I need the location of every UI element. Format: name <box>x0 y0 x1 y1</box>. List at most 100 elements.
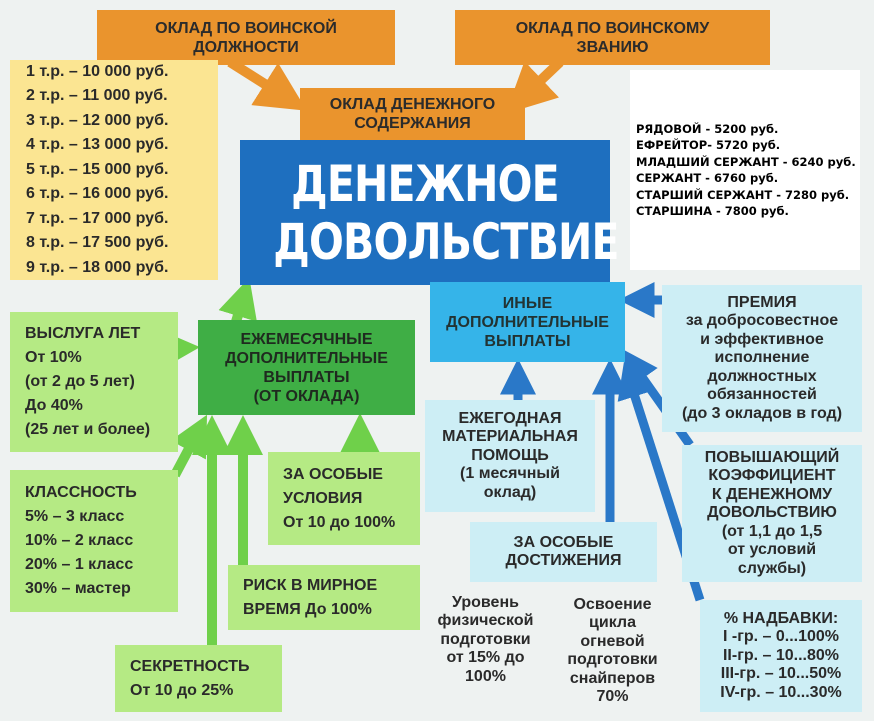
label: подготовки <box>567 651 658 668</box>
label: исполнение <box>714 349 810 367</box>
special-conditions-box: ЗА ОСОБЫЕ УСЛОВИЯ От 10 до 100% <box>268 452 420 545</box>
label: ОКЛАД ПО ВОИНСКОЙ <box>155 19 337 37</box>
label: ЕЖЕГОДНАЯ <box>458 409 562 427</box>
tariff-item: 6 т.р. – 16 000 руб. <box>26 185 169 203</box>
arrow-rank <box>505 58 564 114</box>
label: ДОСТИЖЕНИЯ <box>505 552 622 569</box>
label: цикла <box>589 614 636 631</box>
label: ПОВЫШАЮЩИЙ <box>704 448 840 466</box>
label: (от 1,1 до 1,5 <box>721 522 823 540</box>
label: ДОВОЛЬСТВИЕ <box>273 212 619 271</box>
label: I -гр. – 0...100% <box>722 628 840 646</box>
allowances-box: % НАДБАВКИ:I -гр. – 0...100%II-гр. – 10.… <box>700 600 862 712</box>
label: ОКЛАД ДЕНЕЖНОГО <box>329 96 496 113</box>
label: КОЭФФИЦИЕНТ <box>708 467 836 485</box>
label: Освоение <box>573 595 652 613</box>
tariff-item: 1 т.р. – 10 000 руб. <box>26 62 169 80</box>
rank-item: СТАРШИЙ СЕРЖАНТ - 7280 руб. <box>636 187 850 202</box>
label: ВЫПЛАТЫ <box>484 332 571 350</box>
label: До 40% <box>25 397 83 414</box>
label: ДОЛЖНОСТИ <box>193 38 299 56</box>
label: от условий <box>727 541 817 559</box>
label: III-гр. – 10...50% <box>720 665 842 683</box>
label: ДОПОЛНИТЕЛЬНЫЕ <box>225 349 388 367</box>
label: ДЕНЕЖНОЕ <box>291 154 559 213</box>
label: службы) <box>737 559 807 577</box>
label: снайперов <box>569 669 656 687</box>
label: От 10 до 25% <box>130 681 234 699</box>
label: 30% – мастер <box>25 580 131 597</box>
label: IV-гр. – 10...30% <box>720 683 842 701</box>
label: II-гр. – 10...80% <box>722 646 840 664</box>
label: СОДЕРЖАНИЯ <box>354 115 471 132</box>
label: УСЛОВИЯ <box>283 489 363 507</box>
label: МАТЕРИАЛЬНАЯ <box>442 428 578 446</box>
label: оклад) <box>483 483 537 501</box>
label: ВЫСЛУГА ЛЕТ <box>25 325 141 342</box>
tariff-item: 9 т.р. – 18 000 руб. <box>26 258 169 276</box>
label: ЗА ОСОБЫЕ <box>513 533 614 551</box>
seniority-box: ВЫСЛУГА ЛЕТ От 10% (от 2 до 5 лет) До 40% (2… <box>10 312 178 452</box>
label: 70% <box>596 688 629 705</box>
label: От 10% <box>25 349 82 366</box>
label: (ОТ ОКЛАДА) <box>253 387 360 405</box>
label: 5% – 3 класс <box>25 508 125 525</box>
label: ВРЕМЯ До 100% <box>243 600 372 618</box>
label: ИНЫЕ <box>502 294 553 312</box>
label: ЗВАНИЮ <box>576 38 649 56</box>
label: от 15% до <box>446 649 525 667</box>
label: (от 2 до 5 лет) <box>25 373 135 390</box>
label: физической <box>437 612 534 630</box>
tariff-list: 1 т.р. – 10 000 руб. 2 т.р. – 11 000 руб.… <box>10 60 218 280</box>
label: СЕКРЕТНОСТЬ <box>130 657 250 675</box>
arrow-position <box>227 57 307 111</box>
label: 20% – 1 класс <box>25 556 134 573</box>
label: ПРЕМИЯ <box>727 293 797 311</box>
tariff-item: 4 т.р. – 13 000 руб. <box>26 136 169 154</box>
label: ДОВОЛЬСТВИЮ <box>707 504 837 522</box>
label: и эффективное <box>700 330 824 348</box>
label: От 10 до 100% <box>283 513 396 531</box>
rank-item: РЯДОВОЙ - 5200 руб. <box>636 121 779 136</box>
label: (до 3 окладов в год) <box>681 404 843 422</box>
label: огневой <box>580 632 645 650</box>
label: (1 месячный <box>460 465 560 483</box>
label: ПОМОЩЬ <box>471 446 549 464</box>
label: ВЫПЛАТЫ <box>263 368 350 386</box>
label: РИСК В МИРНОЕ <box>243 576 378 594</box>
tariff-item: 2 т.р. – 11 000 руб. <box>26 87 168 105</box>
label: ОКЛАД ПО ВОИНСКОМУ <box>515 19 710 37</box>
tariff-item: 7 т.р. – 17 000 руб. <box>26 209 169 227</box>
tariff-item: 5 т.р. – 15 000 руб. <box>26 160 169 178</box>
rank-item: ЕФРЕЙТОР- 5720 руб. <box>636 138 781 152</box>
tariff-item: 3 т.р. – 12 000 руб. <box>26 111 169 129</box>
label: ДОПОЛНИТЕЛЬНЫЕ <box>446 313 609 331</box>
rank-item: СЕРЖАНТ - 6760 руб. <box>636 171 779 185</box>
label: должностных <box>707 367 817 385</box>
risk-box: РИСК В МИРНОЕ ВРЕМЯ До 100% <box>228 565 420 630</box>
label: подготовки <box>440 630 531 648</box>
label: КЛАССНОСТЬ <box>25 484 137 501</box>
maintenance-salary-box: ОКЛАД ДЕНЕЖНОГО СОДЕРЖАНИЯ <box>300 88 525 140</box>
label: 100% <box>465 667 506 685</box>
label: за добросовестное <box>685 312 839 330</box>
secrecy-box: СЕКРЕТНОСТЬ От 10 до 25% <box>115 645 282 712</box>
label: Уровень <box>452 593 519 611</box>
rank-item: МЛАДШИЙ СЕРЖАНТ - 6240 руб. <box>636 154 856 169</box>
label: % НАДБАВКИ: <box>723 609 839 627</box>
label: (25 лет и более) <box>25 421 151 438</box>
label: ЗА ОСОБЫЕ <box>283 465 383 483</box>
label: обязанностей <box>707 386 817 404</box>
label: К ДЕНЕЖНОМУ <box>711 485 833 503</box>
rank-list: РЯДОВОЙ - 5200 руб. ЕФРЕЙТОР- 5720 руб. МЛ… <box>630 70 860 270</box>
